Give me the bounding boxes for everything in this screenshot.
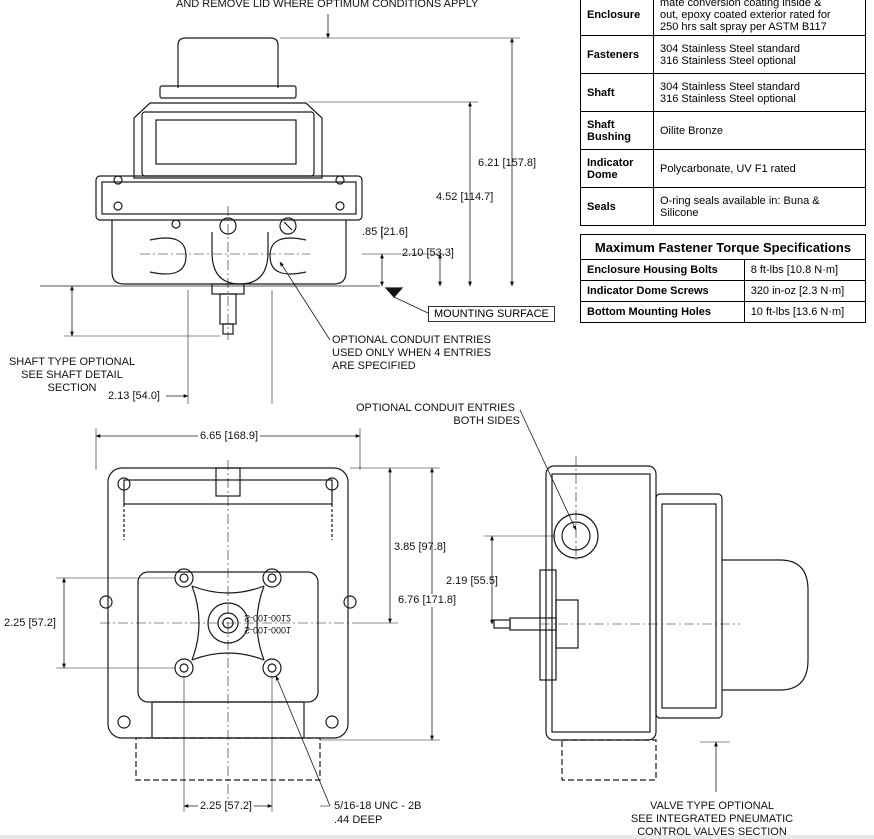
materials-key-line: Indicator xyxy=(587,156,634,169)
torque-row-value: 10 ft-lbs [13.6 N·m] xyxy=(743,301,867,323)
shaft-type-callout-2: SEE SHAFT DETAIL xyxy=(21,369,123,381)
materials-line: 316 Stainless Steel optional xyxy=(660,92,796,105)
top-note: AND REMOVE LID WHERE OPTIMUM CONDITIONS … xyxy=(176,0,479,10)
materials-key: Seals xyxy=(580,187,654,226)
dim-shaft-213: 2.13 [54.0] xyxy=(108,390,160,402)
conduit-both-callout-2: BOTH SIDES xyxy=(453,415,520,427)
dim-hole-225-h: 2.25 [57.2] xyxy=(198,800,254,813)
torque-header-row: Maximum Fastener Torque Specifications xyxy=(580,234,866,260)
optional-conduit-callout-2: USED ONLY WHEN 4 ENTRIES xyxy=(332,347,492,359)
materials-value: Oilite Bronze xyxy=(653,111,866,150)
shaft-type-callout-3: SECTION xyxy=(47,382,97,394)
dim-offset-85: .85 [21.6] xyxy=(362,226,408,238)
materials-value: mate conversion coating inside & out, ep… xyxy=(653,0,866,36)
materials-table: Enclosure mate conversion coating inside… xyxy=(580,0,866,226)
torque-title: Maximum Fastener Torque Specifications xyxy=(580,234,866,260)
optional-conduit-callout-3: ARE SPECIFIED xyxy=(332,360,416,372)
materials-line: 304 Stainless Steel standard xyxy=(660,42,801,55)
materials-line: Silicone xyxy=(660,206,699,219)
materials-row-shaft: Shaft 304 Stainless Steel standard 316 S… xyxy=(580,73,866,112)
valve-callout-1: VALVE TYPE OPTIONAL xyxy=(649,800,775,812)
shaft-type-callout-1: SHAFT TYPE OPTIONAL xyxy=(8,356,136,368)
torque-row-value: 320 in-oz [2.3 N·m] xyxy=(743,280,867,302)
bottom-divider xyxy=(0,835,874,839)
materials-key-line: Dome xyxy=(587,168,618,181)
materials-key: Shaft xyxy=(580,73,654,112)
materials-line: out, epoxy coated exterior rated for xyxy=(660,9,831,21)
materials-value: 304 Stainless Steel standard 316 Stainle… xyxy=(653,35,866,74)
dim-height-210: 2.10 [53.3] xyxy=(402,247,454,259)
dim-hole-225-v: 2.25 [57.2] xyxy=(4,617,56,629)
dim-side-219: 2.19 [55.5] xyxy=(446,575,498,587)
valve-callout-2: SEE INTEGRATED PNEUMATIC xyxy=(630,813,794,825)
torque-row-name: Indicator Dome Screws xyxy=(580,280,745,302)
torque-row-name: Bottom Mounting Holes xyxy=(580,301,745,323)
materials-line: O-ring seals available in: Buna & xyxy=(660,194,820,207)
materials-line: 250 hrs salt spray per ASTM B117 xyxy=(660,21,827,33)
conduit-both-callout-1: OPTIONAL CONDUIT ENTRIES xyxy=(356,402,515,414)
materials-key: Fasteners xyxy=(580,35,654,74)
materials-key-line: Bushing xyxy=(587,130,631,143)
materials-row-shaft-bushing: Shaft Bushing Oilite Bronze xyxy=(580,111,866,150)
thread-callout-1: 5/16-18 UNC - 2B xyxy=(334,800,422,812)
materials-row-indicator-dome: Indicator Dome Polycarbonate, UV F1 rate… xyxy=(580,149,866,188)
materials-value: O-ring seals available in: Buna & Silico… xyxy=(653,187,866,226)
torque-row: Indicator Dome Screws 320 in-oz [2.3 N·m… xyxy=(580,280,867,302)
materials-row-enclosure: Enclosure mate conversion coating inside… xyxy=(580,0,866,36)
materials-value: Polycarbonate, UV F1 rated xyxy=(653,149,866,188)
dim-height-676: 6.76 [171.8] xyxy=(398,594,457,607)
dim-width-665: 6.65 [168.9] xyxy=(198,430,261,443)
torque-row: Bottom Mounting Holes 10 ft-lbs [13.6 N·… xyxy=(580,301,867,323)
torque-table: Maximum Fastener Torque Specifications E… xyxy=(580,234,867,323)
torque-row-value: 8 ft-lbs [10.8 N·m] xyxy=(743,259,867,281)
dim-height-cover: 4.52 [114.7] xyxy=(436,191,494,203)
mounting-surface-label: MOUNTING SURFACE xyxy=(428,306,555,322)
materials-key: Shaft Bushing xyxy=(580,111,654,150)
materials-row-fasteners: Fasteners 304 Stainless Steel standard 3… xyxy=(580,35,866,74)
torque-row: Enclosure Housing Bolts 8 ft-lbs [10.8 N… xyxy=(580,259,867,281)
materials-value: 304 Stainless Steel standard 316 Stainle… xyxy=(653,73,866,112)
materials-key: Enclosure xyxy=(580,0,654,36)
front-view xyxy=(40,14,520,404)
thread-callout-2: .44 DEEP xyxy=(334,814,383,826)
optional-conduit-callout-1: OPTIONAL CONDUIT ENTRIES xyxy=(332,334,491,346)
torque-row-name: Enclosure Housing Bolts xyxy=(580,259,745,281)
dim-height-385: 3.85 [97.8] xyxy=(394,541,446,553)
materials-key: Indicator Dome xyxy=(580,149,654,188)
dim-height-overall: 6.21 [157.8] xyxy=(478,157,537,169)
materials-line: mate conversion coating inside & xyxy=(660,0,822,9)
side-view xyxy=(484,409,809,792)
materials-row-seals: Seals O-ring seals available in: Buna & … xyxy=(580,187,866,226)
materials-line: 304 Stainless Steel standard xyxy=(660,80,801,93)
materials-key-line: Shaft xyxy=(587,118,615,131)
materials-line: 316 Stainless Steel optional xyxy=(660,54,796,67)
part-mark-2: S-001-0001 xyxy=(244,625,292,635)
